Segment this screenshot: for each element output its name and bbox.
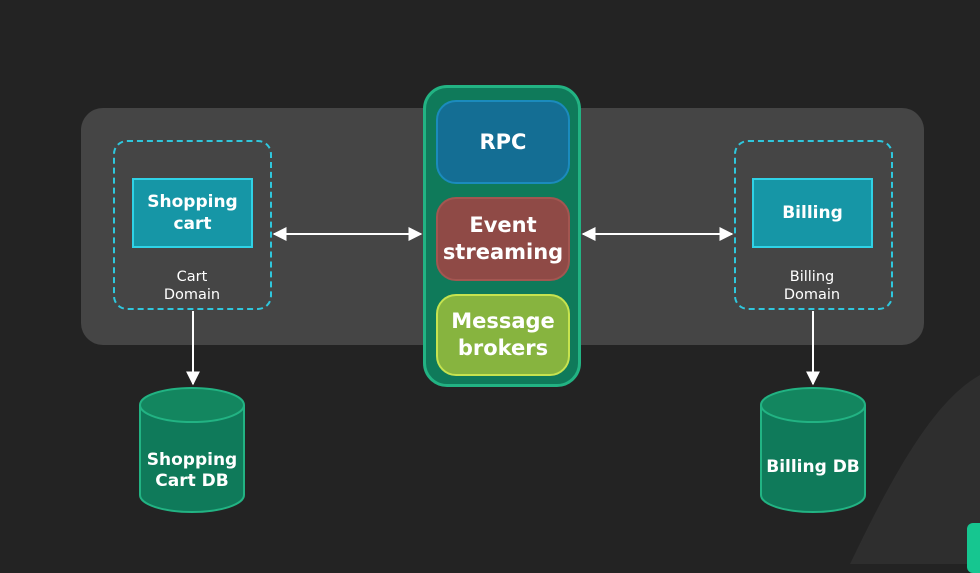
billing-domain-boundary: [734, 140, 893, 310]
event-streaming-pill[interactable]: Event streaming: [436, 197, 570, 281]
communication-hub: RPC Event streaming Message brokers: [423, 85, 581, 387]
cart-domain-label: Cart Domain: [163, 269, 221, 303]
billing-db-cylinder: [760, 387, 866, 513]
corner-tab: [967, 523, 980, 573]
billing-domain-label: Billing Domain: [783, 269, 841, 303]
billing-service[interactable]: Billing: [752, 178, 873, 248]
cart-domain-boundary: [113, 140, 272, 310]
message-brokers-pill[interactable]: Message brokers: [436, 294, 570, 376]
shopping-cart-db-label: Shopping Cart DB: [146, 450, 238, 491]
shopping-cart-db-cylinder: [139, 387, 245, 513]
rpc-pill[interactable]: RPC: [436, 100, 570, 184]
shopping-cart-service[interactable]: Shopping cart: [132, 178, 253, 248]
billing-db-label: Billing DB: [766, 457, 860, 477]
